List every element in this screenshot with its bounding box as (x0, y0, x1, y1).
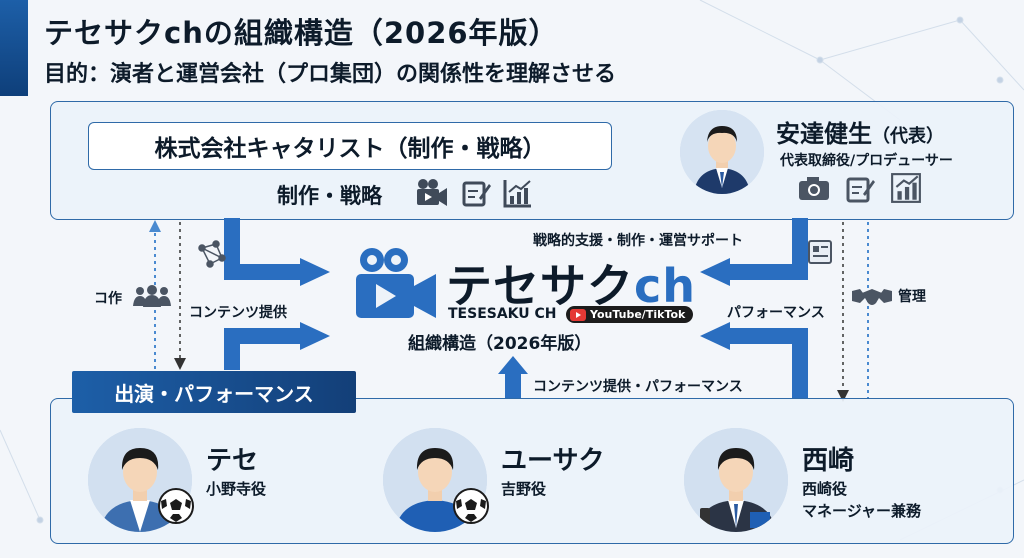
logo-suffix: ch (634, 259, 697, 313)
performer-name-yusaku: ユーサク (501, 446, 605, 476)
performer-avatar-tese (88, 428, 192, 532)
performer-role-yusaku: 吉野役 (501, 480, 547, 498)
center-caption: 組織構造（2026年版） (408, 334, 592, 354)
performers-ribbon: 出演・パフォーマンス (72, 371, 356, 413)
page-subtitle: 目的：演者と運営会社（プロ集団）の関係性を理解させる (44, 62, 617, 87)
camera-icon (799, 177, 829, 200)
edit-icon (462, 181, 491, 207)
handshake-icon (852, 289, 892, 305)
ceo-name-suffix: （代表） (872, 126, 944, 147)
company-name-box: 株式会社キャタリスト（制作・戦略） (88, 122, 612, 170)
performers-panel (50, 398, 1014, 544)
content-provide-label: コンテンツ提供 (189, 305, 287, 321)
performance-label: パフォーマンス (727, 305, 825, 321)
performer-name-tese: テセ (206, 446, 259, 476)
logo-text: テセサク (446, 259, 634, 313)
document-icon (808, 240, 832, 264)
logo-wordmark: テセサクch (446, 250, 696, 316)
people-icon (133, 285, 171, 307)
title-accent-bar (0, 0, 28, 96)
edit-icon (846, 177, 875, 203)
platform-badge-text: YouTube/TikTok (590, 308, 686, 321)
ceo-name-line: 安達健生（代表） (776, 114, 944, 149)
logo-romaji: TESESAKU CH (448, 306, 557, 322)
video-camera-icon (417, 179, 447, 206)
cowork-label: コ作 (94, 291, 122, 307)
company-name: 株式会社キャタリスト（制作・戦略） (154, 136, 546, 162)
soccer-ball-icon (158, 488, 194, 524)
network-icon (198, 240, 226, 268)
video-camera-logo-icon (356, 248, 436, 318)
chart-icon (891, 173, 921, 203)
performer-name-nishizaki: 西崎 (802, 446, 855, 476)
ceo-title: 代表取締役/プロデューサー (780, 153, 953, 169)
youtube-icon (570, 308, 586, 321)
strategy-support-label: 戦略的支援・制作・運営サポート (533, 233, 743, 249)
page-title: テセサクchの組織構造（2026年版） (44, 16, 559, 50)
ceo-name: 安達健生 (776, 120, 872, 148)
soccer-ball-icon (453, 488, 489, 524)
company-function-label: 制作・戦略 (277, 184, 382, 208)
performer-role2-nishizaki: マネージャー兼務 (802, 502, 921, 520)
performer-role-nishizaki: 西崎役 (802, 480, 848, 498)
performer-role-tese: 小野寺役 (206, 480, 267, 498)
management-label: 管理 (898, 289, 926, 305)
ceo-avatar (680, 110, 764, 194)
platform-badge: YouTube/TikTok (566, 306, 694, 323)
performer-avatar-nishizaki (684, 428, 788, 532)
content-performance-label: コンテンツ提供・パフォーマンス (533, 379, 743, 395)
chart-icon (503, 180, 531, 208)
